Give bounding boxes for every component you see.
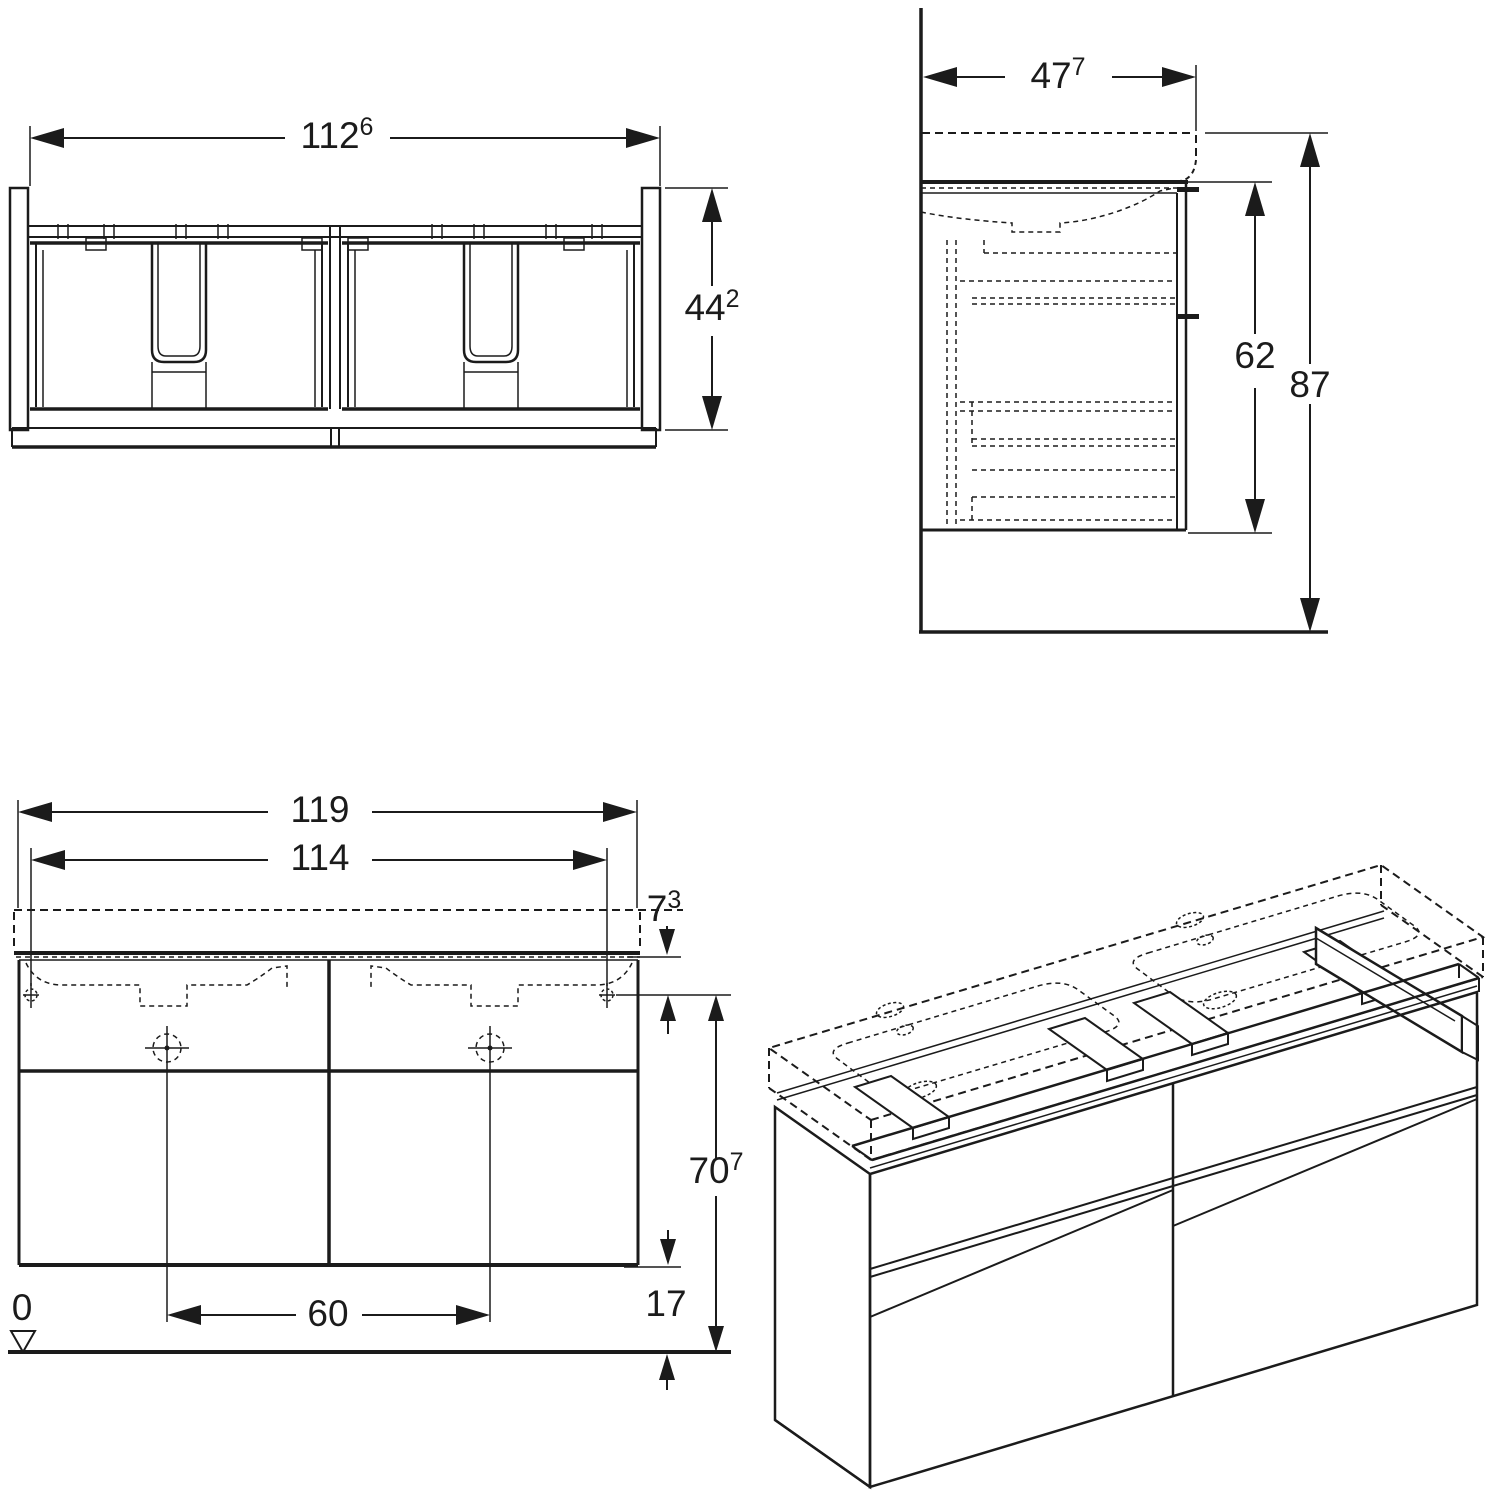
tap-position-icon: [145, 1026, 189, 1070]
dim-mounting-height-label: 707: [688, 1148, 743, 1191]
dim-side-depth: 477: [923, 53, 1197, 131]
drain-icon: [1202, 990, 1238, 1010]
front-basin-underside-left: [25, 962, 288, 1007]
dim-side-depth-label: 477: [1030, 53, 1085, 96]
dim-mounting-height: 707: [688, 995, 744, 1352]
handle-icon: [1177, 314, 1199, 319]
fixing-screw-icon: [23, 983, 39, 1008]
dim-cabinet-height-label: 62: [1234, 335, 1275, 376]
plan-siphon-cutout-right: [462, 243, 520, 408]
iso-frame-rail: [851, 962, 1480, 1169]
front-basin-underside-right: [370, 962, 633, 1007]
dim-cabinet-extent: [616, 994, 731, 1268]
fixing-screw-icon: [599, 983, 615, 1008]
plan-view: 1126 442: [8, 113, 740, 449]
handle-icon: [1177, 187, 1199, 192]
datum-icon: 0: [9, 1287, 37, 1355]
datum-label: 0: [12, 1287, 33, 1328]
plan-left-wall: [8, 186, 30, 432]
plan-siphon-cutout-left: [150, 243, 208, 408]
dim-cabinet-height: 62: [1188, 181, 1276, 534]
iso-back-upstand: [1314, 925, 1479, 1062]
dim-washbasin-height: 73: [627, 886, 681, 958]
side-view: 477 62 87: [919, 8, 1331, 634]
iso-cabinet-body: [773, 990, 1479, 1490]
dim-washbasin-height-label: 73: [647, 886, 681, 929]
dim-washbasin-width: 119: [17, 789, 638, 908]
plan-drawer-fronts: [11, 427, 657, 449]
overflow-hole-icon: [1196, 934, 1214, 946]
front-washbasin-dashed: [13, 909, 683, 958]
plan-right-wall: [640, 186, 662, 432]
dim-washbasin-width-label: 119: [291, 789, 350, 830]
iso-washbasin-dashed: [766, 863, 1486, 1161]
dim-plan-depth: 442: [665, 187, 740, 431]
dim-tap-distance: 60: [166, 1070, 491, 1334]
dim-total-height: 87: [1205, 132, 1331, 632]
dim-floor-clearance: 17: [645, 1283, 687, 1390]
front-view: 119 114: [8, 789, 744, 1390]
tap-hole-icon: [1175, 911, 1205, 929]
dim-tap-distance-label: 60: [307, 1293, 348, 1334]
side-washbasin-dashed: [920, 132, 1197, 233]
dim-plan-depth-label: 442: [684, 285, 739, 328]
tap-hole-icon: [875, 1001, 905, 1019]
iso-bowl-right: [1132, 892, 1420, 1003]
tap-position-icon: [468, 1026, 512, 1070]
dim-fixing-distance: 114: [30, 837, 608, 986]
dim-fixing-distance-label: 114: [291, 837, 350, 878]
isometric-view: [766, 863, 1486, 1490]
side-drawers-dashed: [946, 240, 1177, 524]
dim-plan-width: 1126: [29, 113, 661, 186]
overflow-hole-icon: [896, 1024, 914, 1036]
dim-floor-clearance-label: 17: [645, 1283, 686, 1324]
plan-dowel-ticks: [57, 224, 603, 239]
dim-plan-width-label: 1126: [301, 113, 374, 156]
dim-total-height-label: 87: [1289, 364, 1330, 405]
